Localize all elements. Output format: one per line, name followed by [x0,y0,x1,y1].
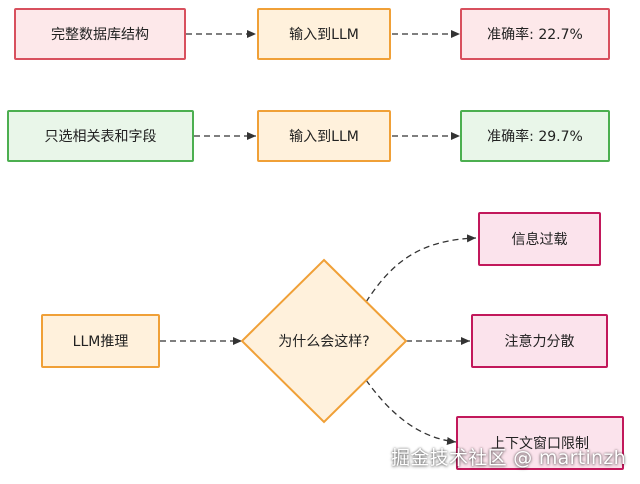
input-llm-label-1: 输入到LLM [289,27,359,43]
question-label: 为什么会这样? [278,334,370,350]
input-llm-node-1: 输入到LLM [257,8,391,60]
accuracy-node-2: 准确率: 29.7% [460,110,610,162]
full-schema-node: 完整数据库结构 [14,8,186,60]
edge-question-reason-3 [365,379,457,445]
input-llm-node-2: 输入到LLM [257,110,391,162]
reason-node-context-window: 上下文窗口限制 [456,416,624,470]
selected-schema-label: 只选相关表和字段 [44,129,157,145]
selected-schema-node: 只选相关表和字段 [7,110,194,162]
watermark: 掘金技术社区 @ martinzh [391,447,626,469]
reason-node-overload: 信息过载 [478,212,601,266]
edge-question-reason-1 [365,234,477,303]
decision-diamond [240,258,408,424]
input-llm-label-2: 输入到LLM [289,129,359,145]
accuracy-label-2: 准确率: 29.7% [487,129,583,145]
reason-label-overload: 信息过载 [511,232,568,248]
reason-label-distraction: 注意力分散 [504,334,575,350]
reason-label-context-window: 上下文窗口限制 [491,436,589,452]
reason-node-distraction: 注意力分散 [471,314,608,368]
accuracy-node-1: 准确率: 22.7% [460,8,610,60]
llm-reasoning-node: LLM推理 [41,314,160,368]
llm-reasoning-label: LLM推理 [72,334,129,350]
full-schema-label: 完整数据库结构 [51,27,149,43]
accuracy-label-1: 准确率: 22.7% [487,27,583,43]
